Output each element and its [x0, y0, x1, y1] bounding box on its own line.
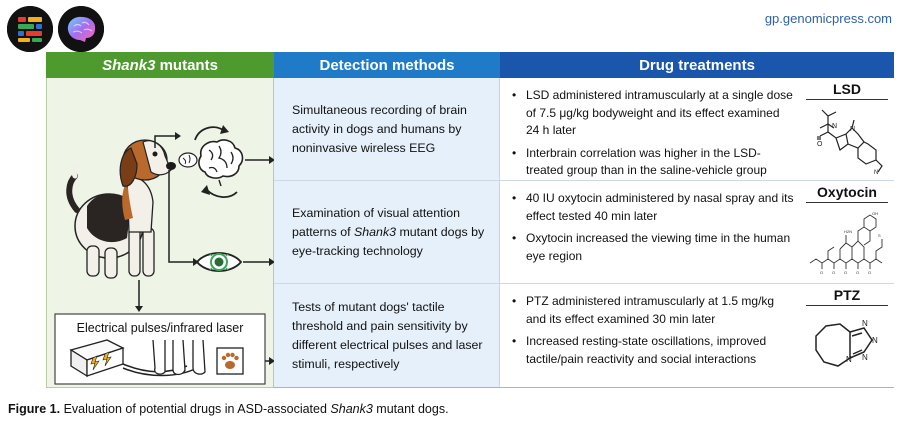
- svg-text:O: O: [868, 270, 871, 275]
- table-row: Simultaneous recording of brain activity…: [274, 78, 894, 181]
- site-url[interactable]: gp.genomicpress.com: [764, 11, 892, 26]
- stimulator-icon: [69, 339, 125, 378]
- bullet-item: Interbrain correlation was higher in the…: [512, 145, 796, 180]
- svg-text:N: N: [862, 353, 868, 362]
- mutant-illustration-panel: Electrical pulses/infrared laser: [46, 78, 275, 388]
- bullet-item: Oxytocin increased the viewing time in t…: [512, 230, 796, 265]
- bullet-item: LSD administered intramuscularly at a si…: [512, 87, 796, 140]
- drug-treatment-cell: 40 IU oxytocin administered by nasal spr…: [500, 181, 894, 283]
- detection-text-italic: Shank3: [354, 224, 397, 239]
- paw-icon: [216, 347, 244, 375]
- svg-text:N: N: [862, 319, 868, 328]
- drug-name: PTZ: [806, 287, 888, 306]
- oxytocin-structure-icon: OH O O O O O S H2N: [809, 211, 883, 275]
- bullet-item: PTZ administered intramuscularly at 1.5 …: [512, 293, 796, 328]
- detection-text-after: mutant dogs by eye-tracking technology: [292, 224, 485, 258]
- svg-text:N: N: [846, 355, 852, 364]
- svg-text:S: S: [878, 233, 881, 238]
- gene-name: Shank3: [102, 56, 156, 74]
- detection-method-cell: Simultaneous recording of brain activity…: [274, 78, 500, 180]
- publisher-logo-icon: [7, 6, 53, 52]
- table-row: Tests of mutant dogs' tactile threshold …: [274, 284, 894, 388]
- svg-text:O: O: [832, 270, 835, 275]
- bullet-list: LSD administered intramuscularly at a si…: [512, 87, 796, 185]
- svg-text:O: O: [856, 270, 859, 275]
- detection-method-cell: Examination of visual attention patterns…: [274, 181, 500, 283]
- svg-text:O: O: [817, 141, 823, 148]
- bullet-list: PTZ administered intramuscularly at 1.5 …: [512, 293, 796, 373]
- caption-gene: Shank3: [330, 402, 373, 416]
- caption-label: Figure 1.: [8, 402, 61, 416]
- svg-text:N: N: [874, 170, 878, 176]
- svg-text:N: N: [832, 123, 837, 130]
- svg-text:O: O: [844, 270, 847, 275]
- drug-treatment-cell: LSD administered intramuscularly at a si…: [500, 78, 894, 180]
- svg-text:H2N: H2N: [844, 229, 852, 234]
- column-header-drugs: Drug treatments: [500, 52, 894, 78]
- ptz-structure-icon: N N N N: [815, 319, 878, 367]
- bullet-item: 40 IU oxytocin administered by nasal spr…: [512, 190, 796, 225]
- drug-name: LSD: [806, 81, 888, 100]
- drug-treatment-cell: PTZ administered intramuscularly at 1.5 …: [500, 284, 894, 387]
- figure-panel: Shank3 mutants Detection methods Drug tr…: [46, 52, 894, 388]
- svg-text:OH: OH: [872, 211, 878, 216]
- journal-brain-logo-icon: [58, 6, 104, 52]
- lsd-structure-icon: O N N N: [817, 109, 883, 176]
- dog-legs-icon: [152, 339, 206, 376]
- detection-text: Tests of mutant dogs' tactile threshold …: [292, 299, 483, 371]
- drug-name: Oxytocin: [806, 184, 888, 203]
- figure-caption: Figure 1. Evaluation of potential drugs …: [8, 402, 449, 416]
- svg-text:N: N: [872, 336, 878, 345]
- bullet-item: Increased resting-state oscillations, im…: [512, 333, 796, 368]
- table-row: Examination of visual attention patterns…: [274, 181, 894, 284]
- column-header-mutants: Shank3 mutants: [46, 52, 274, 78]
- eye-icon: [195, 252, 243, 272]
- svg-text:N: N: [850, 126, 855, 133]
- mutant-illustration: [54, 125, 275, 385]
- small-brain-icon: [178, 152, 198, 168]
- stimulus-box-label: Electrical pulses/infrared laser: [76, 321, 244, 335]
- detection-text: Examination of visual attention patterns…: [292, 205, 461, 239]
- brain-icon: [198, 139, 244, 187]
- svg-text:O: O: [820, 270, 823, 275]
- caption-text: Evaluation of potential drugs in ASD-ass…: [60, 402, 331, 416]
- detection-text: Simultaneous recording of brain activity…: [292, 102, 467, 155]
- bullet-list: 40 IU oxytocin administered by nasal spr…: [512, 190, 796, 270]
- dog-icon: [66, 139, 176, 279]
- detection-method-cell: Tests of mutant dogs' tactile threshold …: [274, 284, 500, 387]
- column-header-mutants-rest: mutants: [155, 56, 218, 74]
- caption-text-after: mutant dogs.: [372, 402, 449, 416]
- column-header-detection: Detection methods: [274, 52, 500, 78]
